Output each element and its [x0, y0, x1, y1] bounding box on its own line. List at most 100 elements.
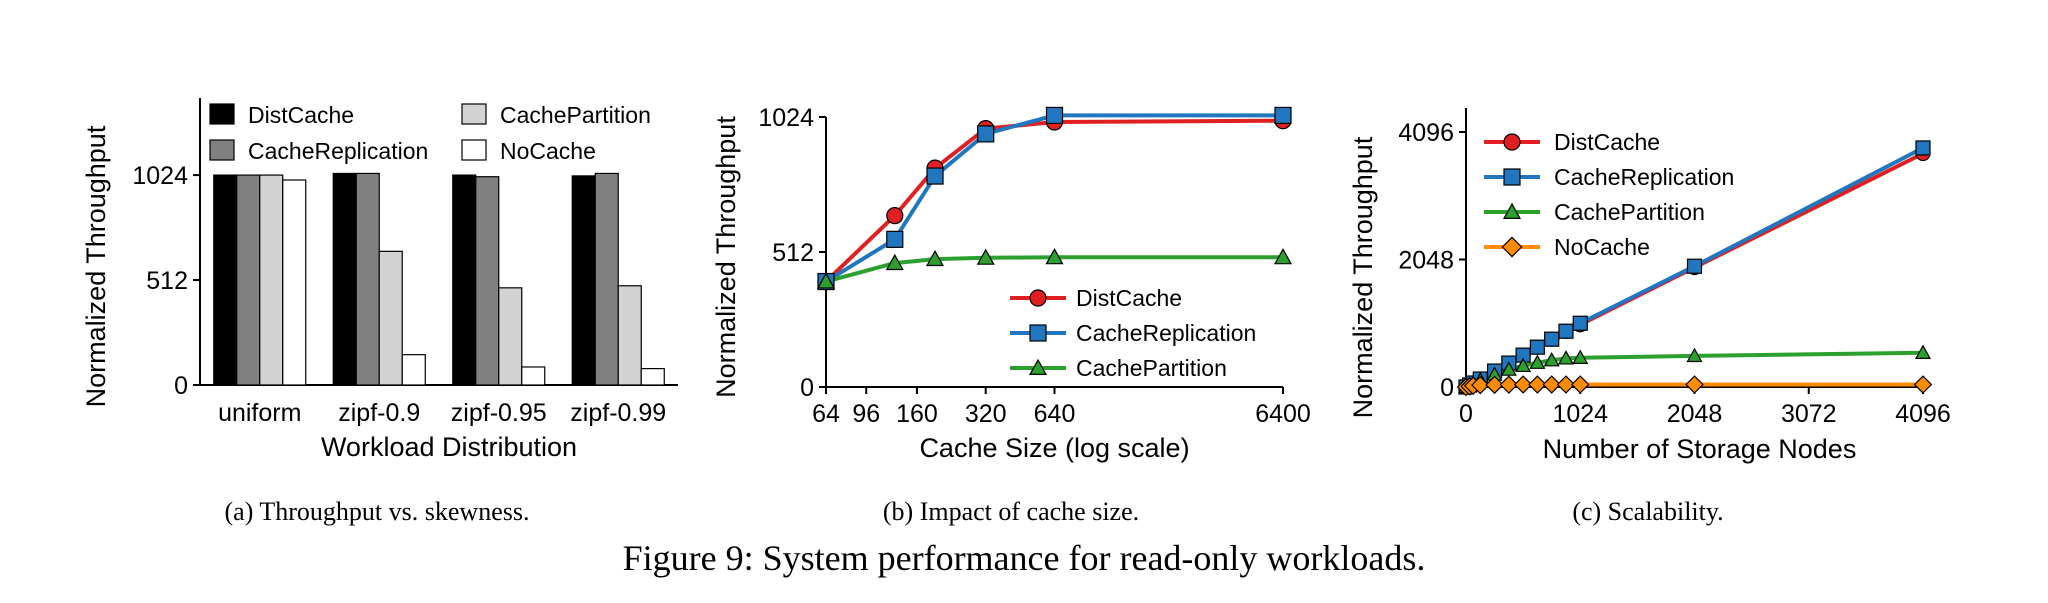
- bar-cachereplication: [236, 174, 261, 386]
- point-nocache: [1685, 375, 1704, 394]
- y-tick-label-a: 512: [146, 267, 188, 295]
- legend-marker-b: [1029, 289, 1047, 307]
- point-cachepartition: [926, 249, 945, 267]
- bar-cachereplication: [355, 172, 380, 386]
- point-nocache: [1499, 375, 1519, 394]
- y-tick-label-c: 0: [1440, 374, 1454, 402]
- bar-cachereplication: [475, 176, 500, 386]
- y-tick-label-b: 0: [800, 374, 814, 402]
- bar-distcache: [571, 175, 596, 386]
- point-cachepartition: [1557, 350, 1574, 365]
- bar-nocache: [640, 368, 665, 386]
- point-cachepartition: [1515, 357, 1532, 373]
- point-cachereplication: [977, 125, 995, 143]
- x-tick-label-b: 64: [812, 400, 840, 428]
- caption-c: (c) Scalability.: [1572, 497, 1723, 526]
- x-tick-label-c: 2048: [1667, 400, 1723, 428]
- point-cachereplication: [1558, 323, 1574, 339]
- x-tick-label-a: zipf-0.95: [451, 399, 547, 427]
- point-cachepartition: [816, 272, 836, 289]
- point-cachepartition: [885, 253, 904, 271]
- bar-cachepartition: [498, 287, 523, 386]
- legend-label-c: CacheReplication: [1554, 164, 1734, 190]
- bar-nocache: [401, 354, 426, 386]
- point-cachepartition: [1500, 361, 1517, 376]
- x-axis-label-a: Workload Distribution: [321, 432, 577, 462]
- point-nocache: [1528, 375, 1547, 394]
- x-tick-label-c: 0: [1459, 400, 1473, 428]
- y-tick-label-a: 1024: [132, 162, 188, 190]
- line-cachereplication: [824, 113, 1283, 284]
- y-axis-label-b: Normalized Throughput: [711, 116, 741, 398]
- x-axis-label-c: Number of Storage Nodes: [1543, 434, 1857, 464]
- x-tick-label-a: zipf-0.99: [570, 399, 666, 427]
- point-cachereplication: [1544, 331, 1560, 347]
- point-cachereplication: [1529, 339, 1546, 355]
- point-nocache: [1471, 375, 1490, 395]
- x-tick-label-b: 96: [852, 400, 880, 428]
- legend-label-a: CacheReplication: [248, 138, 428, 164]
- point-cachepartition: [1914, 344, 1932, 359]
- x-tick-label-c: 3072: [1781, 400, 1837, 428]
- legend-swatch-a: [461, 139, 487, 161]
- y-tick-label-c: 2048: [1398, 247, 1454, 275]
- y-tick-label-b: 512: [772, 239, 814, 267]
- point-nocache: [1542, 375, 1561, 394]
- legend-marker-b: [1028, 358, 1048, 375]
- x-tick-label-b: 640: [1034, 400, 1076, 428]
- legend-label-a: DistCache: [248, 102, 354, 128]
- line-distcache: [824, 118, 1284, 283]
- legend-label-c: NoCache: [1554, 234, 1650, 260]
- legend-swatch-a: [461, 103, 487, 125]
- bar-nocache: [282, 179, 307, 386]
- y-axis-label-a: Normalized Throughput: [81, 125, 111, 407]
- legend-swatch-a: [209, 103, 235, 125]
- point-cachereplication: [1274, 106, 1292, 125]
- x-axis-label-b: Cache Size (log scale): [919, 433, 1189, 463]
- point-nocache: [1571, 375, 1590, 394]
- point-cachereplication: [886, 230, 904, 248]
- legend-marker-c: [1503, 133, 1521, 151]
- legend-marker-c: [1502, 202, 1522, 219]
- caption-b: (b) Impact of cache size.: [883, 497, 1139, 526]
- legend-label-a: CachePartition: [500, 102, 651, 128]
- point-nocache: [1513, 375, 1533, 394]
- legend-swatch-a: [209, 139, 235, 161]
- x-tick-label-a: zipf-0.9: [338, 399, 420, 427]
- x-tick-label-b: 160: [896, 400, 938, 428]
- x-tick-label-b: 320: [965, 400, 1007, 428]
- legend-label-a: NoCache: [500, 138, 596, 164]
- bar-cachepartition: [378, 250, 403, 386]
- bar-distcache: [452, 174, 477, 386]
- point-nocache: [1913, 375, 1933, 394]
- legend-marker-c: [1503, 168, 1521, 186]
- legend-label-b: CacheReplication: [1076, 320, 1256, 346]
- point-cachepartition: [1686, 347, 1703, 363]
- x-tick-label-b: 6400: [1255, 400, 1311, 428]
- point-cachepartition: [1273, 248, 1293, 265]
- bar-nocache: [521, 366, 546, 386]
- point-nocache: [1556, 375, 1576, 394]
- y-tick-label-c: 4096: [1398, 119, 1454, 147]
- point-cachepartition: [1543, 351, 1560, 367]
- point-cachepartition: [1045, 248, 1064, 265]
- point-distcache: [886, 207, 904, 225]
- point-cachepartition: [1572, 349, 1589, 364]
- y-axis-label-c: Normalized Throughput: [1348, 136, 1378, 418]
- legend-label-c: DistCache: [1554, 129, 1660, 155]
- point-cachereplication: [1915, 140, 1931, 156]
- bar-distcache: [213, 174, 238, 386]
- point-cachereplication: [1572, 315, 1588, 331]
- bar-distcache: [332, 172, 357, 386]
- y-tick-label-b: 1024: [758, 104, 814, 132]
- point-cachepartition: [1529, 354, 1546, 369]
- point-cachepartition: [976, 248, 995, 265]
- point-cachereplication: [1045, 106, 1064, 125]
- y-tick-label-a: 0: [174, 372, 188, 400]
- legend-label-b: CachePartition: [1076, 355, 1227, 381]
- bar-cachepartition: [259, 174, 284, 386]
